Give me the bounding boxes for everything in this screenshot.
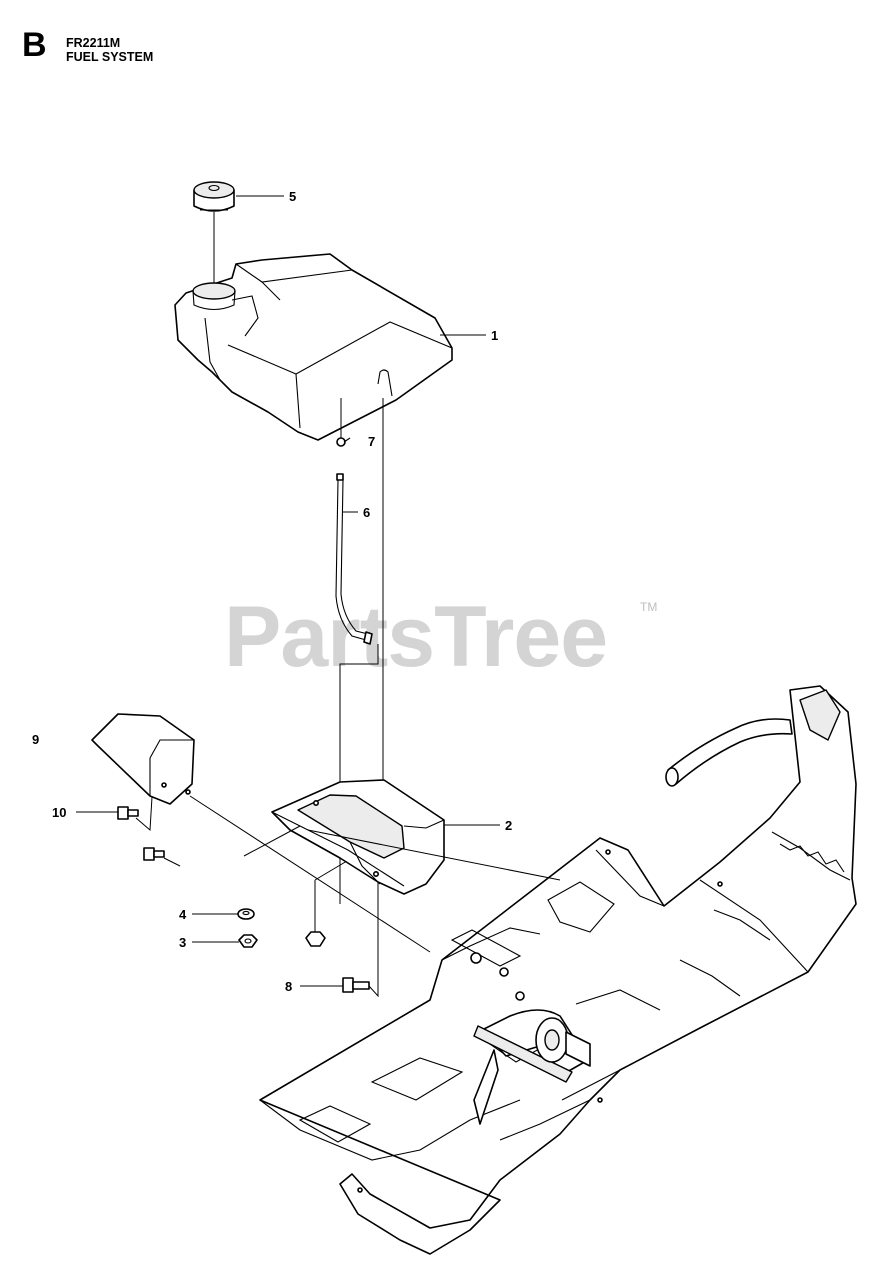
bolt-part[interactable] xyxy=(342,977,370,993)
fuel-line-routing xyxy=(307,829,561,881)
washer-part[interactable] xyxy=(237,908,255,920)
tank-bracket-part[interactable] xyxy=(271,779,445,895)
shield-support-line xyxy=(189,795,431,953)
callout-6[interactable]: 6 xyxy=(363,505,370,520)
bracket-slant-line xyxy=(243,825,301,857)
nut-part[interactable] xyxy=(238,934,258,948)
callout-2[interactable]: 2 xyxy=(505,818,512,833)
hose-clamp-part[interactable] xyxy=(336,437,351,447)
section-title: FUEL SYSTEM xyxy=(66,50,154,64)
trademark-mark: TM xyxy=(640,600,658,614)
fuel-hose-part[interactable] xyxy=(335,473,373,645)
callout-7[interactable]: 7 xyxy=(368,434,375,449)
bolt-alignment-line xyxy=(368,860,379,998)
callout-1[interactable]: 1 xyxy=(491,328,498,343)
callout-5[interactable]: 5 xyxy=(289,189,296,204)
bracket-nut[interactable] xyxy=(305,857,353,947)
chassis-frame xyxy=(259,685,857,1255)
watermark: PartsTree xyxy=(224,589,608,685)
heat-shield-part[interactable] xyxy=(91,713,195,805)
callout-4[interactable]: 4 xyxy=(179,907,187,922)
model-number: FR2211M xyxy=(66,36,121,50)
callout-3[interactable]: 3 xyxy=(179,935,186,950)
section-letter: B xyxy=(22,26,47,64)
callout-10[interactable]: 10 xyxy=(52,805,66,820)
shield-bracket-line xyxy=(135,796,153,832)
shield-screw[interactable] xyxy=(143,847,181,867)
callout-8[interactable]: 8 xyxy=(285,979,292,994)
fuel-cap-part[interactable] xyxy=(193,181,235,212)
fuel-tank-part[interactable] xyxy=(174,253,453,441)
callout-9[interactable]: 9 xyxy=(32,732,39,747)
header-text: FR2211M FUEL SYSTEM xyxy=(66,36,153,64)
screw-part-10[interactable] xyxy=(117,806,139,820)
